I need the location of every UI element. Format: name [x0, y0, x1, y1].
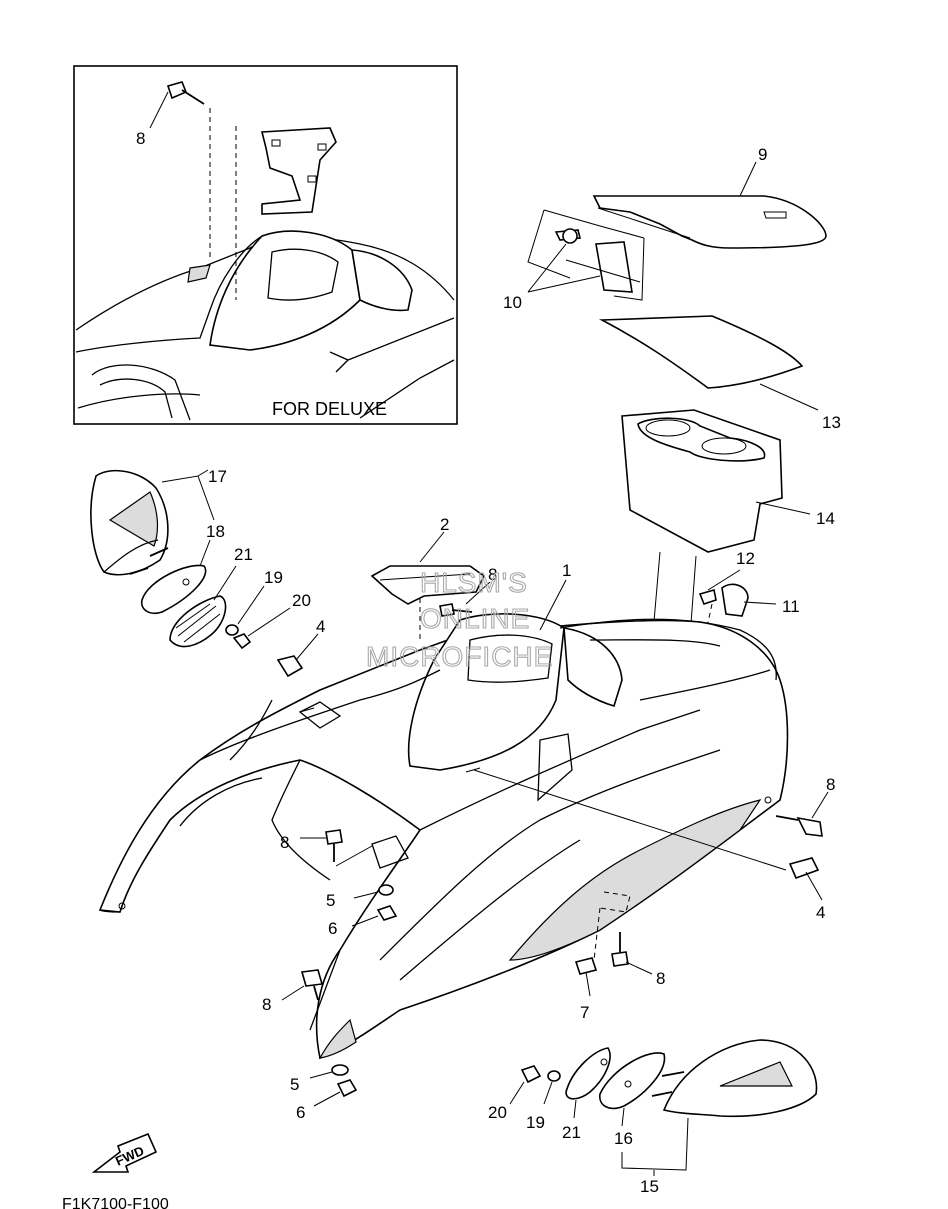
callout-5-bottom: 5	[290, 1075, 299, 1094]
callout-4-upper: 4	[316, 617, 325, 636]
callout-5-mid: 5	[326, 891, 335, 910]
callout-21-left: 21	[234, 545, 253, 564]
callout-11: 11	[782, 597, 800, 616]
callout-8-bottom-left: 8	[262, 995, 271, 1014]
callout-9: 9	[758, 145, 767, 164]
watermark-line-3: MICROFICHE	[366, 641, 553, 672]
callout-7: 7	[580, 1003, 589, 1022]
right-vent-assembly: 16 21 19 20 15	[488, 1039, 818, 1196]
watermark-line-1: HLSM'S	[420, 567, 528, 598]
for-deluxe-label: FOR DELUXE	[272, 399, 387, 419]
fwd-arrow: FWD	[91, 1132, 158, 1173]
bottom-center-hardware: 7 8	[574, 932, 665, 1022]
callout-19-left: 19	[264, 568, 283, 587]
left-vent-assembly: 17 18 21 19 20	[90, 467, 311, 650]
callout-18: 18	[206, 522, 225, 541]
callout-14: 14	[816, 509, 835, 528]
callout-10: 10	[503, 293, 522, 312]
right-hardware: 8 4	[465, 767, 835, 961]
callout-2: 2	[440, 515, 449, 534]
callout-8-bottom-center: 8	[656, 969, 665, 988]
main-hull-1	[98, 613, 789, 1060]
callout-15: 15	[640, 1177, 659, 1196]
watermark: HLSM'S ONLINE MICROFICHE	[365, 566, 553, 672]
clip-4-upper: 4	[276, 617, 325, 713]
fittings-11-12: 11 12	[673, 549, 800, 781]
deluxe-inset: 8 FOR DELUXE	[73, 65, 458, 425]
callout-13: 13	[822, 413, 841, 432]
callout-6-mid: 6	[328, 919, 337, 938]
callout-8-right: 8	[826, 775, 835, 794]
callout-8-mid-left: 8	[280, 833, 289, 852]
bottom-left-hardware: 8 5 6	[262, 969, 358, 1122]
seat-assembly: 9 10	[503, 145, 827, 312]
callout-20-left: 20	[292, 591, 311, 610]
callout-16: 16	[614, 1129, 633, 1148]
storage-bin-14: 14	[621, 409, 835, 669]
watermark-line-2: ONLINE	[420, 603, 530, 634]
callout-19-right: 19	[526, 1113, 545, 1132]
callout-1: 1	[562, 561, 571, 580]
callout-4-lower: 4	[816, 903, 825, 922]
callout-20-right: 20	[488, 1103, 507, 1122]
callout-6-bottom: 6	[296, 1103, 305, 1122]
cover-2: 2 8 1	[370, 515, 571, 640]
callout-17: 17	[208, 467, 227, 486]
inset-callout-8: 8	[136, 129, 145, 148]
callout-21-right: 21	[562, 1123, 581, 1142]
pad-13: 13	[598, 315, 841, 432]
drawing-code: F1K7100-F100	[62, 1196, 169, 1209]
callout-12: 12	[736, 549, 755, 568]
callout-8-upper: 8	[488, 565, 497, 584]
left-hardware: 8 5 6	[280, 829, 398, 938]
